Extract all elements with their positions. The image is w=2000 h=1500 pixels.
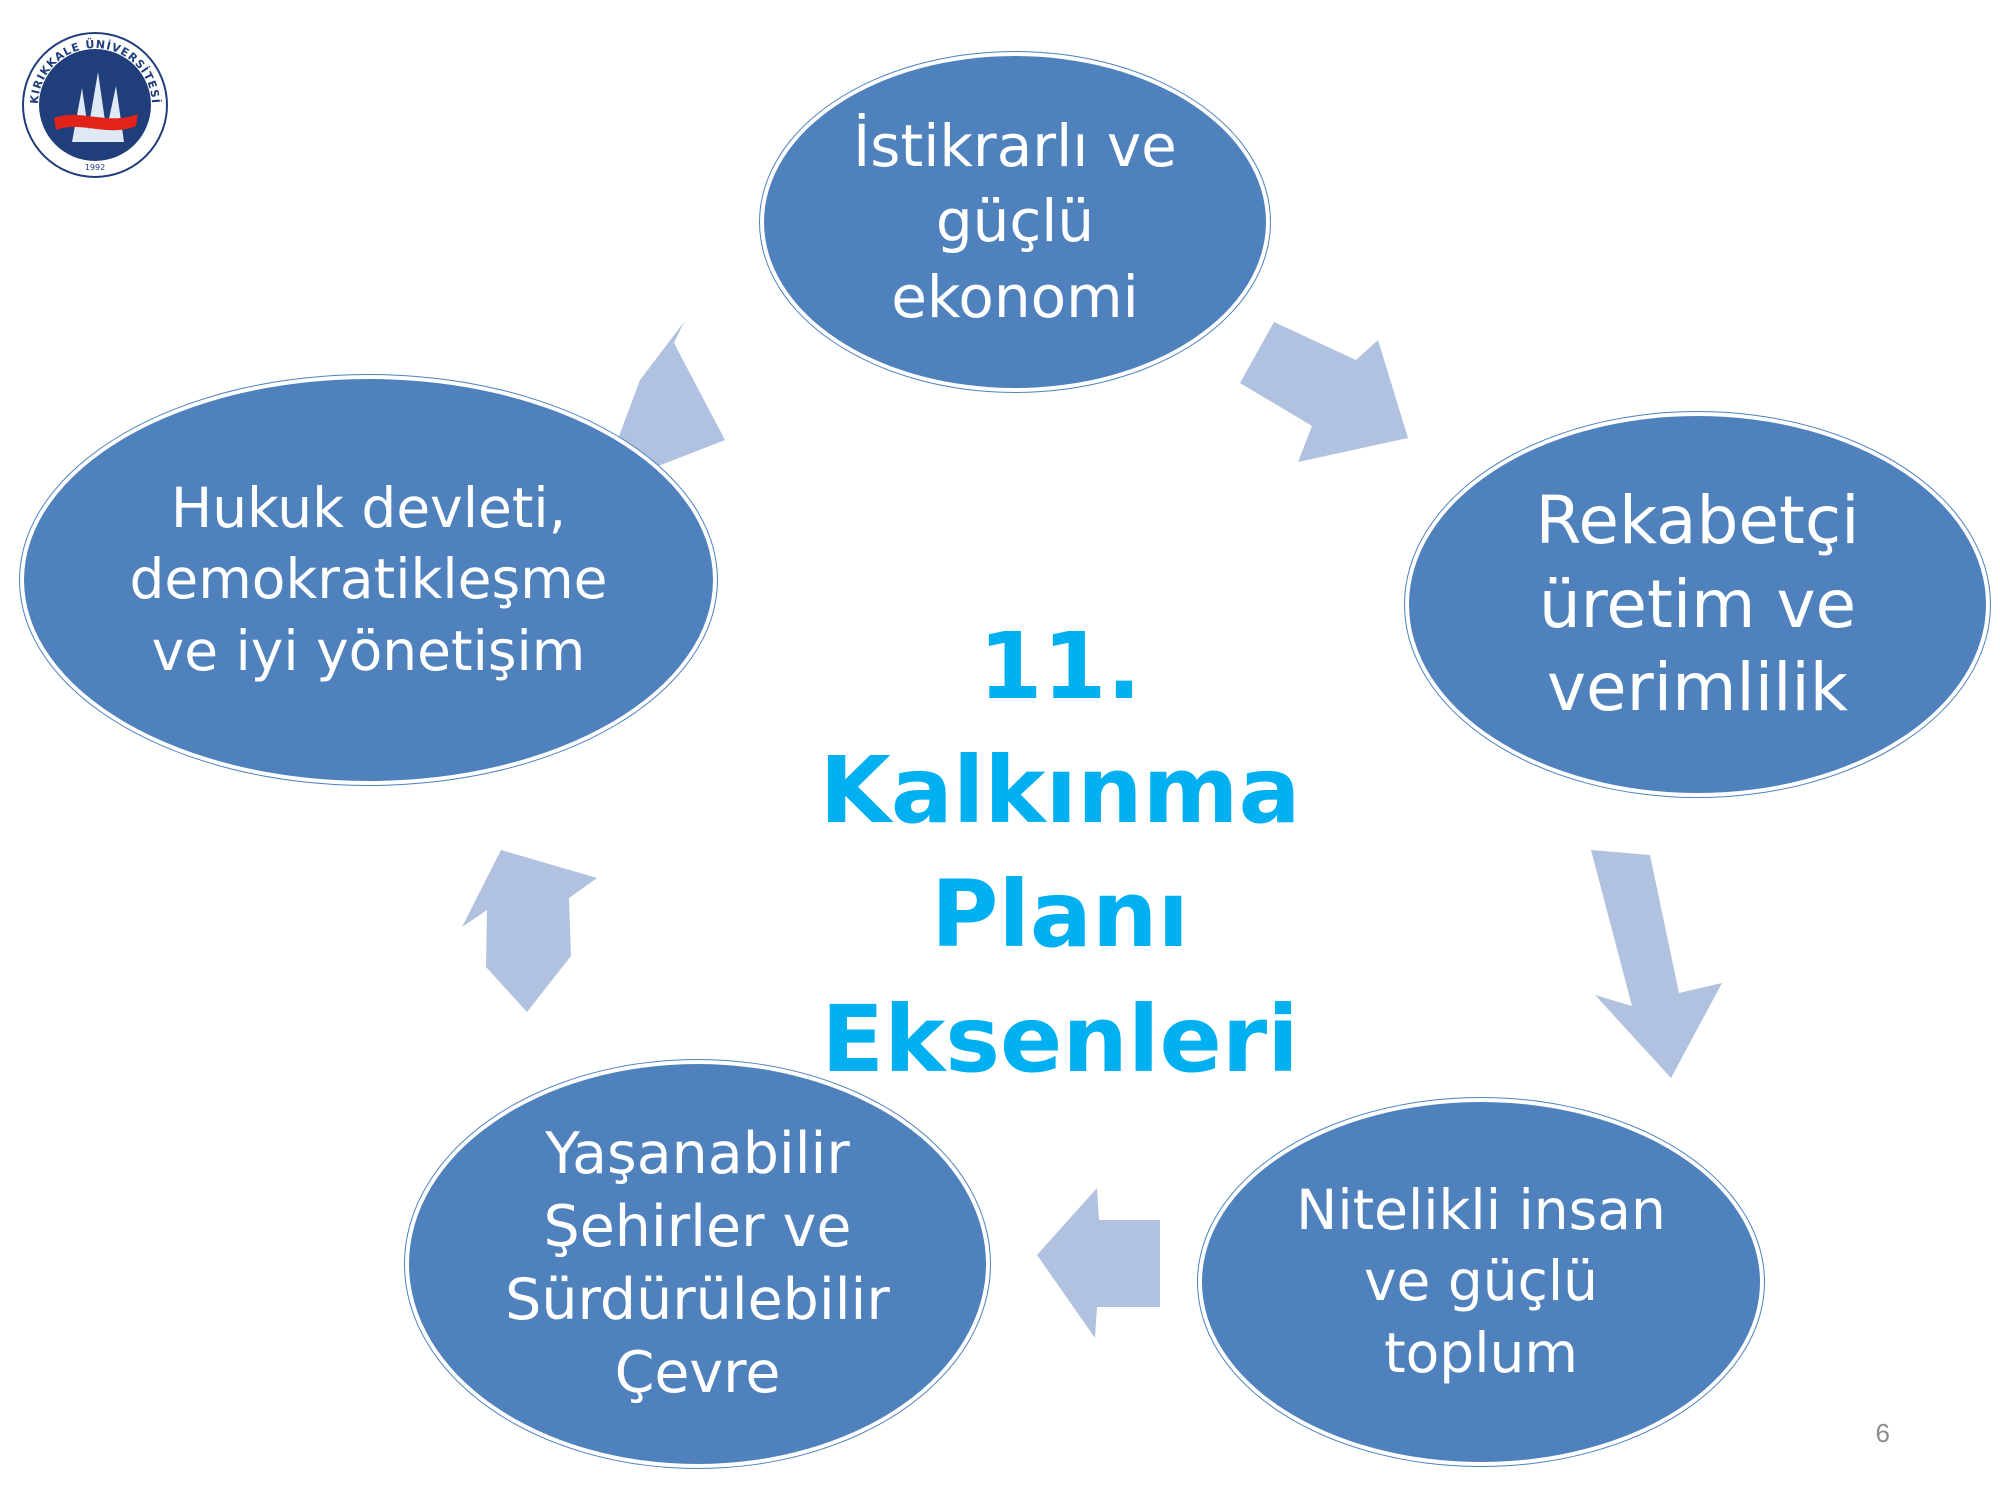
node-rule-of-law-governance: Hukuk devleti, demokratikleşme ve iyi yö…: [20, 375, 717, 785]
university-logo: KIRIKKALE ÜNİVERSİTESİ 1992: [22, 32, 168, 178]
node-stable-strong-economy: İstikrarlı ve güçlü ekonomi: [760, 52, 1270, 392]
arrow-node2-to-node3: [1591, 850, 1722, 1078]
node-competitive-production: Rekabetçi üretim ve verimlilik: [1405, 412, 1990, 797]
node-label: Hukuk devleti, demokratikleşme ve iyi yö…: [129, 475, 608, 683]
center-title: 11. Kalkınma Planı Eksenleri: [819, 613, 1301, 1093]
node-label: Yaşanabilir Şehirler ve Sürdürülebilir Ç…: [505, 1121, 890, 1406]
node-qualified-people-society: Nitelikli insan ve güçlü toplum: [1198, 1098, 1764, 1466]
node-label: Rekabetçi üretim ve verimlilik: [1535, 481, 1860, 727]
node-label: Nitelikli insan ve güçlü toplum: [1296, 1177, 1666, 1385]
page-number: 6: [1875, 1418, 1890, 1448]
arrow-node3-to-node4: [1037, 1188, 1160, 1338]
node-label: İstikrarlı ve güçlü ekonomi: [853, 111, 1177, 331]
logo-year: 1992: [85, 163, 105, 172]
arrow-node1-to-node2: [1240, 322, 1408, 462]
arrow-node5-to-node1: [612, 322, 725, 472]
node-livable-cities-environment: Yaşanabilir Şehirler ve Sürdürülebilir Ç…: [405, 1060, 990, 1468]
arrow-node4-to-node5: [462, 850, 597, 1012]
